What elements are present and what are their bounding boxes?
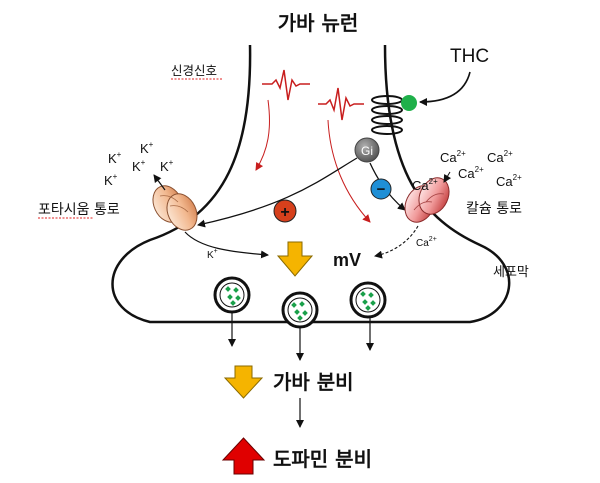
action-potential-signal-right bbox=[318, 87, 364, 121]
svg-text:K+: K+ bbox=[108, 150, 122, 166]
svg-text:K+: K+ bbox=[207, 248, 218, 261]
svg-text:Ca2+: Ca2+ bbox=[412, 177, 438, 193]
plus-sign: + bbox=[280, 204, 289, 221]
svg-text:Ca2+: Ca2+ bbox=[458, 165, 484, 181]
gi-to-potassium-arrow bbox=[197, 157, 358, 228]
potassium-ions-cluster: K+ K+ K+ K+ K+ bbox=[104, 140, 174, 188]
svg-text:Ca2+: Ca2+ bbox=[496, 173, 522, 189]
calcium-channel-icon bbox=[404, 177, 450, 223]
thc-bound-dot bbox=[401, 95, 417, 111]
calcium-influx-arrow bbox=[443, 171, 452, 183]
membrane-potential-label: mV bbox=[333, 250, 361, 270]
thc-label: THC bbox=[450, 46, 489, 67]
svg-text:Ca2+: Ca2+ bbox=[440, 149, 466, 165]
gi-protein bbox=[354, 137, 380, 163]
cell-membrane-label: 세포막 bbox=[493, 265, 529, 280]
synaptic-vesicle-3 bbox=[349, 281, 387, 319]
minus-sign: − bbox=[377, 181, 386, 198]
signal-arrow-right bbox=[327, 119, 371, 223]
membrane-potential-down-arrow bbox=[276, 241, 314, 277]
svg-text:Ca2+: Ca2+ bbox=[487, 149, 513, 165]
dopamine-release-up-arrow bbox=[221, 437, 266, 475]
svg-text:K+: K+ bbox=[132, 158, 146, 174]
potassium-channel-icon bbox=[152, 185, 198, 231]
svg-text:K+: K+ bbox=[160, 158, 174, 174]
potassium-to-mv-arrow bbox=[184, 231, 269, 259]
svg-text:Ca2+: Ca2+ bbox=[416, 236, 437, 249]
thc-binding-arrow bbox=[419, 71, 471, 106]
potassium-efflux-arrow bbox=[153, 174, 166, 191]
synaptic-vesicle-1 bbox=[213, 276, 251, 314]
gaba-release-down-arrow bbox=[223, 365, 264, 399]
synaptic-vesicle-2 bbox=[281, 291, 319, 329]
calcium-ions-cluster: Ca2+ Ca2+ Ca2+ Ca2+ Ca2+ bbox=[412, 149, 522, 193]
action-potential-signal-left bbox=[262, 69, 310, 101]
cb1-receptor-coil bbox=[371, 95, 403, 135]
signal-arrow-left bbox=[255, 99, 270, 171]
nerve-signal-label: 신경신호 bbox=[171, 63, 217, 78]
activation-plus-circle bbox=[273, 199, 297, 223]
calcium-to-mv-dashed-arrow bbox=[374, 225, 419, 259]
inhibition-minus-circle bbox=[370, 178, 392, 200]
svg-text:K+: K+ bbox=[104, 172, 118, 188]
neuron-membrane-outline bbox=[111, 44, 511, 324]
dopamine-release-label: 도파민 분비 bbox=[273, 447, 372, 471]
calcium-channel-label: 칼슘 통로 bbox=[466, 201, 522, 217]
potassium-channel-label: 포타시움 통로 bbox=[38, 202, 120, 218]
gaba-release-label: 가바 분비 bbox=[273, 370, 354, 394]
page-title: 가바 뉴런 bbox=[278, 11, 359, 35]
gi-label: Gi bbox=[361, 144, 373, 158]
svg-text:K+: K+ bbox=[140, 140, 154, 156]
